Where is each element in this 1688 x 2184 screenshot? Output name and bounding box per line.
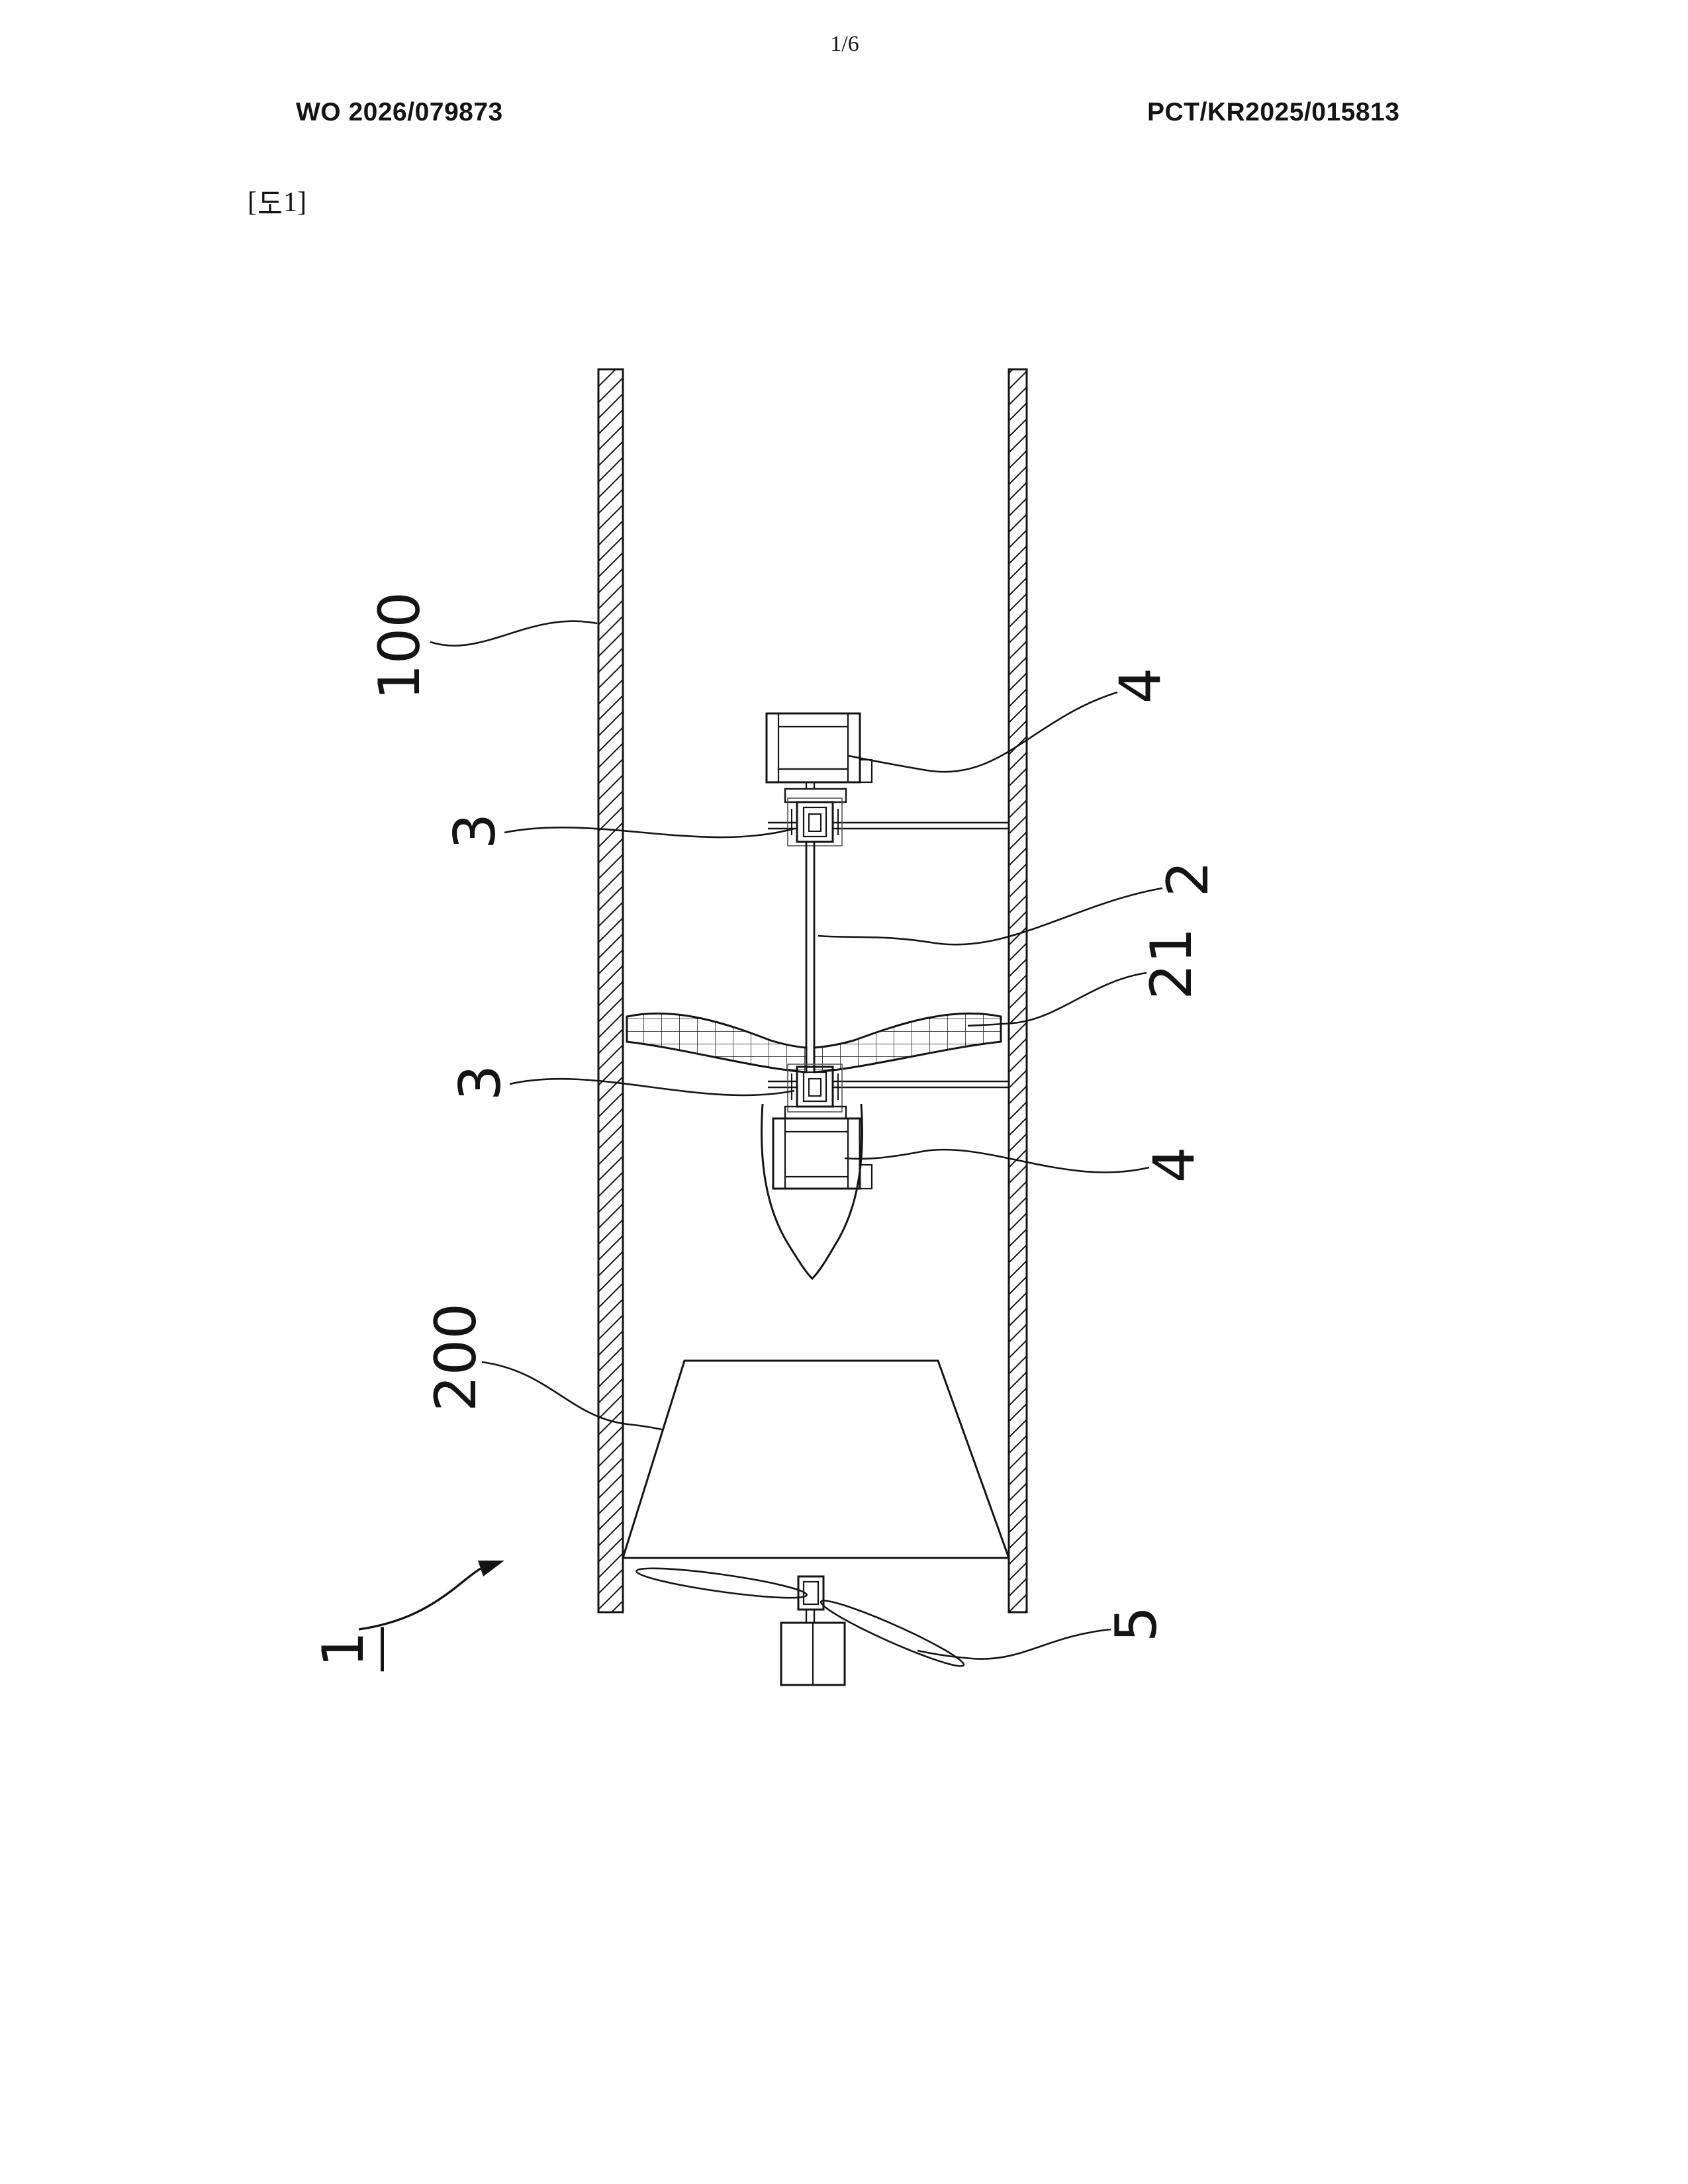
impeller-left-blade <box>626 1012 808 1073</box>
application-number: PCT/KR2025/015813 <box>1147 98 1400 126</box>
leader-4-upper <box>848 691 1118 773</box>
publication-number: WO 2026/079873 <box>296 98 503 126</box>
lower-motor-body <box>772 1117 861 1190</box>
impeller-right-blade <box>813 1012 1002 1073</box>
figure-caption-open-bracket: [ <box>248 187 257 218</box>
leader-3-upper <box>504 827 795 839</box>
contraction-cone <box>621 1359 1011 1559</box>
duct-housing <box>597 368 1028 1614</box>
lower-motor-tab <box>859 1163 873 1190</box>
support-struts <box>768 821 1009 1089</box>
leader-5 <box>917 1628 1111 1660</box>
fan-left-blade <box>635 1567 808 1599</box>
leader-4-lower <box>844 1148 1150 1173</box>
upper-motor-tab <box>859 758 873 784</box>
sheet-number: 1/6 <box>830 32 859 56</box>
figure-caption-number: 1] <box>283 187 306 218</box>
leader-lines <box>430 620 1163 1660</box>
hangul-do-glyph <box>259 191 281 214</box>
leader-3-lower <box>509 1077 795 1097</box>
fan-hub <box>797 1575 825 1611</box>
leader-21 <box>967 972 1147 1027</box>
leader-100 <box>430 620 598 647</box>
fairing-pod <box>761 1103 863 1281</box>
fan-right-blade <box>820 1600 965 1667</box>
flow-arrow-head <box>478 1561 504 1576</box>
lower-motor-assembly <box>761 1064 873 1281</box>
leader-200 <box>481 1361 663 1431</box>
impeller <box>626 1012 1002 1073</box>
leader-2 <box>818 887 1163 946</box>
duct-left-wall <box>597 368 624 1614</box>
flow-arrow <box>358 1561 504 1631</box>
upper-motor-assembly <box>765 712 873 846</box>
upper-motor-body <box>765 712 861 784</box>
figure-caption: [ 1] <box>248 187 306 218</box>
drive-shaft <box>805 842 816 1067</box>
inlet-fan-assembly <box>635 1567 965 1686</box>
duct-right-wall <box>1008 368 1028 1614</box>
